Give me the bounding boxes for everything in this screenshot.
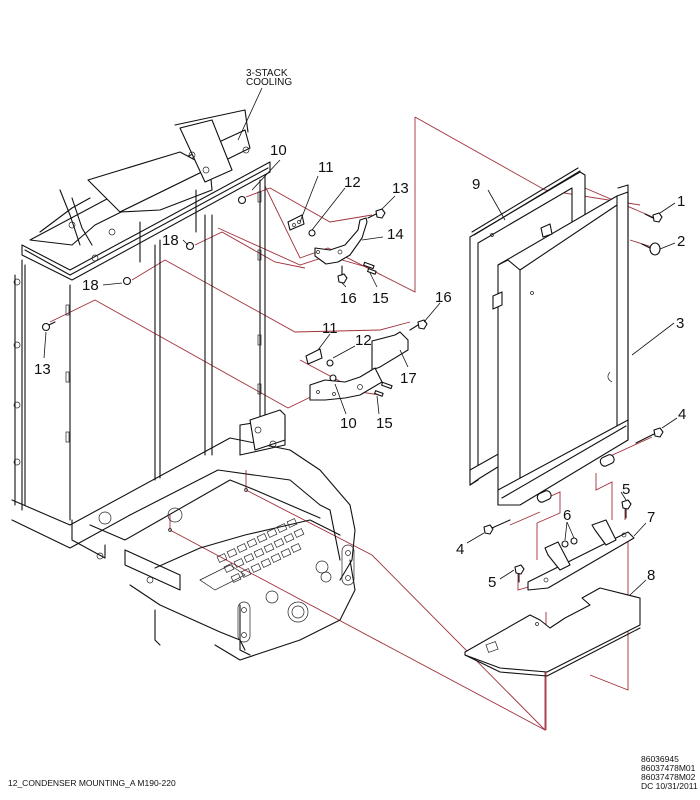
callout-17: 17 [400, 370, 417, 387]
lower-hose-bracket [305, 319, 428, 401]
callout-5-right: 5 [622, 481, 630, 498]
part-13-left-bolt [41, 321, 56, 332]
part-ref-2: 86037478M01 [641, 763, 696, 773]
part-12-upper-nut [308, 229, 316, 237]
callout-6: 6 [563, 507, 571, 524]
callout-13-upper: 13 [392, 180, 409, 197]
leader-mount-right [595, 473, 613, 520]
part-ref-3: 86037478M02 [641, 772, 696, 782]
part-4-right-bolt [635, 427, 664, 444]
part-10-lower-support [309, 367, 383, 401]
callout-12-upper: 12 [344, 174, 361, 191]
part-1-bolt [644, 212, 663, 223]
note-line-1: 3-STACK [246, 68, 288, 79]
callout-15-lower: 15 [376, 415, 393, 432]
leader-bolt-4-left [509, 511, 541, 526]
callout-10-upper: 10 [270, 142, 287, 159]
leader-18-upper [194, 231, 306, 269]
leader-mount-left [536, 491, 561, 560]
truck-base-frame [11, 409, 356, 661]
callout-11-upper: 11 [318, 159, 334, 176]
callout-leaders [43, 87, 678, 596]
note-line-2: COOLING [246, 77, 292, 88]
diagram-title: 12_CONDENSER MOUNTING_A M190-220 [8, 778, 176, 788]
leader-frame-diagonal [414, 116, 641, 206]
part-18-lower-nut [122, 276, 132, 286]
callout-18-upper: 18 [162, 232, 179, 249]
callout-15-upper: 15 [372, 290, 389, 307]
part-15-upper-pin [363, 261, 377, 275]
leader-frame-top [264, 117, 416, 293]
part-8-floor-plate [464, 587, 641, 677]
part-4-left-bolt [483, 519, 511, 535]
rubber-mounts [536, 454, 615, 503]
callout-14: 14 [387, 226, 404, 243]
part-14-hose-clamp [314, 217, 368, 265]
mounting-lugs [96, 544, 355, 643]
part-18-upper-nut [185, 241, 195, 251]
callout-13-left: 13 [34, 361, 51, 378]
part-6-nuts [561, 537, 578, 548]
callout-10-lower: 10 [340, 415, 357, 432]
condenser-frame [469, 167, 629, 506]
callout-2: 2 [677, 233, 685, 250]
keypad-grid [199, 518, 305, 591]
leader-13-left [49, 299, 326, 409]
part-11-upper-clamp-plate [287, 214, 305, 231]
callout-16-upper: 16 [340, 290, 357, 307]
callout-1: 1 [677, 193, 685, 210]
part-7-mount-bracket [527, 519, 635, 591]
part-11-lower-clamp-plate [305, 348, 323, 365]
part-2-thumb-screw [641, 242, 661, 256]
part-15-lower-pin [374, 381, 393, 397]
part-5-left-bolt [514, 564, 525, 583]
part-5-right-bolt [621, 499, 632, 519]
callout-4-right: 4 [678, 406, 686, 423]
callout-3: 3 [676, 315, 684, 332]
callout-9: 9 [472, 176, 480, 193]
leader-floor-right [245, 470, 546, 732]
cooling-stack-assembly [13, 109, 271, 521]
callout-18-lower: 18 [82, 277, 99, 294]
part-ref-1: 86036945 [641, 754, 679, 764]
leader-18-lower [131, 259, 411, 333]
callout-8: 8 [647, 567, 655, 584]
part-16-upper-bolt [337, 265, 348, 284]
part-ref-date: DC 10/31/2011 [641, 781, 698, 791]
part-16-lower-bolt [409, 319, 428, 331]
callout-5-left: 5 [488, 574, 496, 591]
part-13-upper-bolt [367, 208, 386, 219]
callout-11-lower: 11 [322, 320, 338, 337]
part-10-upper-nut [237, 195, 247, 205]
part-17-bracket-arm [371, 331, 409, 371]
upper-hose-bracket [287, 208, 386, 284]
callout-12-lower: 12 [355, 332, 372, 349]
callout-7: 7 [647, 509, 655, 526]
leader-upper-bracket-2 [217, 227, 371, 269]
part-12-lower-nut [326, 359, 334, 367]
callout-4-left: 4 [456, 541, 464, 558]
leader-plate-right [589, 540, 629, 691]
leader-bolt-4-right [605, 436, 653, 459]
callout-16-lower: 16 [435, 289, 452, 306]
